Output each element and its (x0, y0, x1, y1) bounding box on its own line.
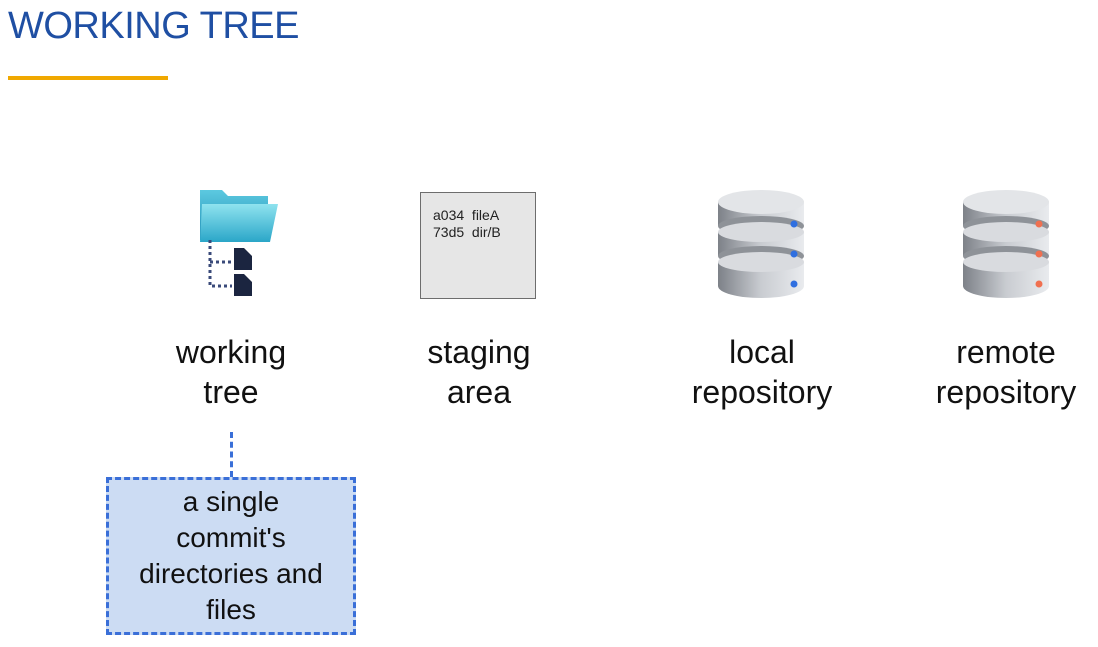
local-database-icon (716, 188, 806, 300)
staging-index-box: a034 fileA 73d5 dir/B (420, 192, 536, 299)
label-line: area (446, 374, 512, 410)
working-tree-callout: a single commit's directories and files (106, 477, 356, 635)
folder-tree-icon (196, 186, 280, 298)
label-line: repository (691, 374, 833, 410)
callout-line: files (206, 594, 256, 625)
remote-database-icon (961, 188, 1051, 300)
callout-line: commit's (176, 522, 286, 553)
label-line: tree (203, 374, 259, 410)
callout-line: directories and (139, 558, 323, 589)
label-line: local (729, 334, 795, 370)
staging-area-label: staging area (399, 332, 559, 412)
label-line: staging (427, 334, 531, 370)
slide-title: WORKING TREE (8, 5, 300, 47)
title-underline (8, 76, 168, 80)
label-line: repository (935, 374, 1077, 410)
callout-line: a single (182, 486, 280, 517)
working-tree-label: working tree (151, 332, 311, 412)
label-line: working (175, 334, 287, 370)
local-repository-label: local repository (672, 332, 852, 412)
remote-repository-label: remote repository (916, 332, 1096, 412)
staging-entry: a034 fileA (433, 207, 500, 223)
label-line: remote (956, 334, 1056, 370)
staging-entry: 73d5 dir/B (433, 224, 501, 240)
callout-connector (230, 432, 233, 477)
